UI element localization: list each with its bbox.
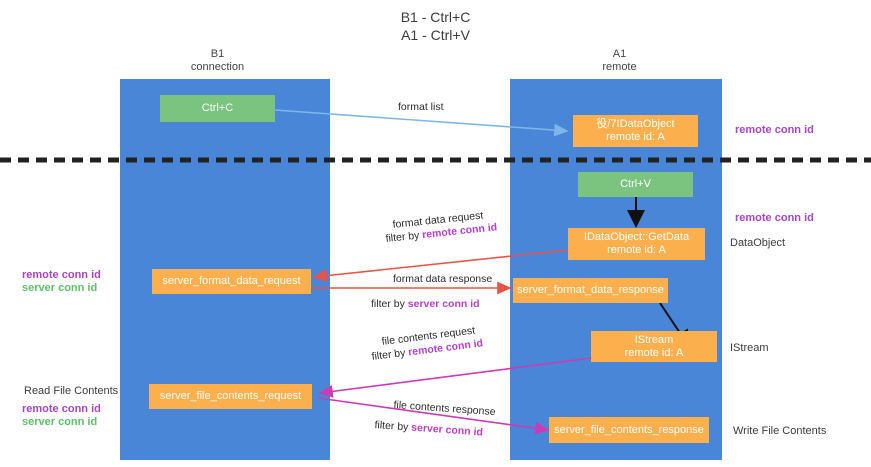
- annotation-remote-conn-id-top: remote conn id: [735, 124, 814, 136]
- annotation-istream: IStream: [730, 342, 769, 354]
- arrow-file-contents-request: [318, 357, 593, 398]
- node-idataobject-top[interactable]: 役/7IDataObject remote id: A: [573, 115, 698, 147]
- title-line-1: B1 - Ctrl+C: [400, 9, 471, 25]
- filter-server-1-keyword: server conn id: [407, 298, 480, 310]
- lane-header-b1-line1: B1: [210, 48, 225, 60]
- annotation-left-remote-conn-id: remote conn id: [22, 269, 101, 281]
- node-server-file-contents-response-label: server_file_contents_response: [554, 423, 704, 436]
- arrow-file-contents-response: [317, 397, 550, 435]
- node-server-file-contents-request[interactable]: server_file_contents_request: [149, 384, 312, 409]
- node-istream[interactable]: IStream remote id: A: [591, 331, 717, 362]
- lane-header-a1-line2: remote: [602, 61, 637, 73]
- arrow-format-data-request: [312, 249, 569, 283]
- node-getdata-line1: IDataObject::GetData: [583, 231, 690, 243]
- node-server-file-contents-response[interactable]: server_file_contents_response: [549, 417, 709, 443]
- node-server-format-data-response[interactable]: server_format_data_response: [513, 278, 668, 303]
- section-divider: [0, 157, 871, 163]
- annotation-remote-conn-id-mid: remote conn id: [735, 212, 814, 224]
- lane-header-a1: A1 remote: [552, 48, 687, 74]
- annotation-left-server-conn-id-2: server conn id: [22, 416, 98, 428]
- filter-server-1-prefix: filter by: [371, 298, 408, 310]
- node-server-format-data-request[interactable]: server_format_data_request: [152, 269, 311, 294]
- filter-remote-1-prefix: filter by: [385, 229, 423, 245]
- filter-server-2-prefix: filter by: [374, 419, 412, 434]
- annotation-read-file-contents: Read File Contents: [24, 385, 119, 397]
- node-server-format-data-response-label: server_format_data_response: [517, 284, 664, 296]
- edge-label-format-data-response: format data response: [393, 273, 493, 285]
- node-ctrl-v-label: Ctrl+V: [620, 178, 651, 190]
- node-server-file-contents-request-label: server_file_contents_request: [159, 390, 302, 402]
- page-title: B1 - Ctrl+C A1 - Ctrl+V: [0, 8, 871, 44]
- edge-label-filter-server-1: filter by server conn id: [371, 298, 480, 311]
- node-ctrl-c-label: Ctrl+C: [201, 102, 234, 114]
- node-idataobject-top-line1: 役/7IDataObject: [596, 118, 675, 130]
- lane-header-a1-line1: A1: [612, 48, 627, 60]
- node-istream-line1: IStream: [634, 333, 674, 346]
- node-server-format-data-request-label: server_format_data_request: [162, 275, 301, 287]
- arrow-format-list: [274, 109, 569, 137]
- node-istream-line2: remote id: A: [624, 346, 684, 359]
- annotation-dataobject: DataObject: [730, 237, 786, 249]
- node-ctrl-c[interactable]: Ctrl+C: [160, 95, 275, 122]
- annotation-left-server-conn-id: server conn id: [22, 282, 98, 294]
- annotation-left-remote-conn-id-2: remote conn id: [22, 403, 101, 415]
- node-idataobject-top-line2: remote id: A: [606, 131, 665, 143]
- edge-label-format-list: format list: [398, 101, 444, 113]
- node-getdata-line2: remote id: A: [607, 244, 666, 256]
- node-ctrl-v[interactable]: Ctrl+V: [578, 172, 693, 197]
- lane-header-b1: B1 connection: [150, 48, 285, 74]
- lane-header-b1-line2: connection: [190, 61, 245, 73]
- title-line-2: A1 - Ctrl+V: [401, 27, 470, 43]
- node-idataobject-getdata[interactable]: IDataObject::GetData remote id: A: [568, 228, 705, 260]
- annotation-write-file-contents: Write File Contents: [733, 425, 827, 437]
